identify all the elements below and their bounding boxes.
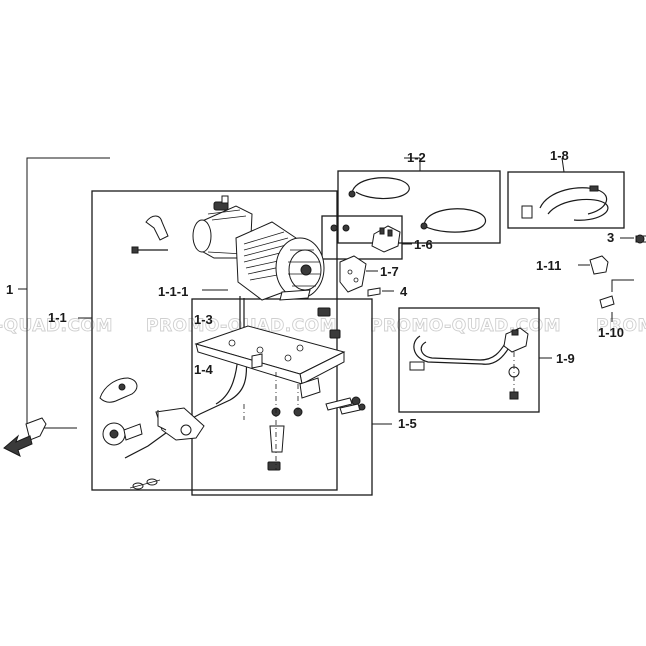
label-1-1: 1-1: [48, 310, 67, 325]
label-1-1-1: 1-1-1: [158, 284, 188, 299]
label-4: 4: [400, 284, 408, 299]
hook-strap: [99, 377, 138, 403]
bolt-3: [635, 234, 646, 244]
label-1-11: 1-11: [536, 258, 561, 273]
bracket-1-10: [599, 279, 634, 309]
part-labels: 1 1-1 1-1-1 1-2 1-3 1-4 1-5 1-6 1-7 1-8 …: [6, 148, 624, 431]
label-1-6: 1-6: [414, 237, 433, 252]
part-1-11: [589, 255, 609, 275]
label-1-7: 1-7: [380, 264, 399, 279]
cable-1-2: [348, 177, 487, 233]
bracket-item-1: [18, 157, 110, 429]
watermark-text-mid1: PROMO-QUAD.COM: [146, 316, 337, 336]
cable-1-8: [521, 185, 609, 221]
clip-part: [145, 215, 169, 241]
box-winch-assembly: [91, 190, 338, 491]
screw-4: [367, 287, 381, 297]
watermark: -QUAD.COM PROMO-QUAD.COM PROMO-QUAD.COM …: [0, 316, 646, 337]
front-direction-arrow-icon: [3, 417, 47, 457]
roller-fairlead: [155, 407, 205, 441]
box-switch-1-9: [398, 307, 540, 413]
watermark-text-right: PROMO-: [596, 316, 646, 336]
label-1-10: 1-10: [598, 325, 624, 340]
label-1-9: 1-9: [556, 351, 575, 366]
label-3: 3: [607, 230, 614, 245]
winch-hook: [102, 422, 143, 446]
label-1-3: 1-3: [194, 312, 213, 327]
assembly-centerlines: [243, 372, 299, 470]
tie-wrap: [131, 246, 168, 254]
bracket-1-7: [339, 255, 367, 293]
label-1-4: 1-4: [194, 362, 214, 377]
plate-bolts: [267, 307, 366, 471]
washers: [129, 478, 161, 490]
box-cable-1-8: [507, 171, 625, 229]
label-1-5: 1-5: [398, 416, 417, 431]
label-1-8: 1-8: [550, 148, 569, 163]
watermark-text-left: -QUAD.COM: [0, 316, 113, 336]
box-item-1-6: [321, 215, 403, 260]
label-1: 1: [6, 282, 13, 297]
box-cable-1-2: [337, 170, 501, 244]
contactor-1-6: [330, 224, 401, 253]
label-1-2: 1-2: [407, 150, 426, 165]
winch-drum: [235, 221, 325, 301]
switch-1-9: [409, 327, 529, 400]
leader-lines: [78, 157, 634, 425]
mounting-plate: [194, 325, 346, 399]
